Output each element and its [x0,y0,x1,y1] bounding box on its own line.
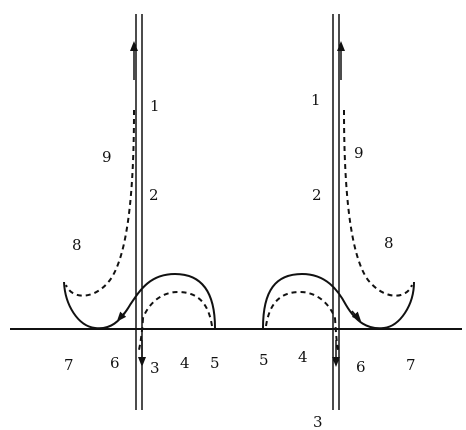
right-label-5: 5 [259,351,269,369]
left-label-7: 7 [64,356,74,374]
right-label-6: 6 [356,358,366,376]
right-dashed-descent [343,109,413,297]
right-dashed-tail [334,317,339,351]
right-label-3: 3 [313,413,323,430]
left-solid-loop [63,272,216,330]
right-dashed-arch [265,290,336,327]
right-loop-arrow [351,310,362,322]
left-dashed-arch [142,290,213,327]
left-label-9: 9 [102,148,112,166]
left-label-6: 6 [110,354,120,372]
left-loop-arrow [116,310,127,322]
left-dashed-descent [65,109,135,297]
right-label-9: 9 [354,144,364,162]
right-label-8: 8 [384,234,394,252]
right-label-7: 7 [406,356,416,374]
right-solid-loop [262,272,415,330]
left-label-5: 5 [210,354,220,372]
left-dashed-tail [138,317,144,351]
left-label-8: 8 [72,236,82,254]
left-label-1: 1 [150,97,160,115]
right-label-1: 1 [311,91,321,109]
right-label-4: 4 [298,348,308,366]
left-label-3: 3 [150,359,160,377]
left-label-4: 4 [180,354,190,372]
left-label-2: 2 [149,186,159,204]
right-label-2: 2 [312,186,322,204]
